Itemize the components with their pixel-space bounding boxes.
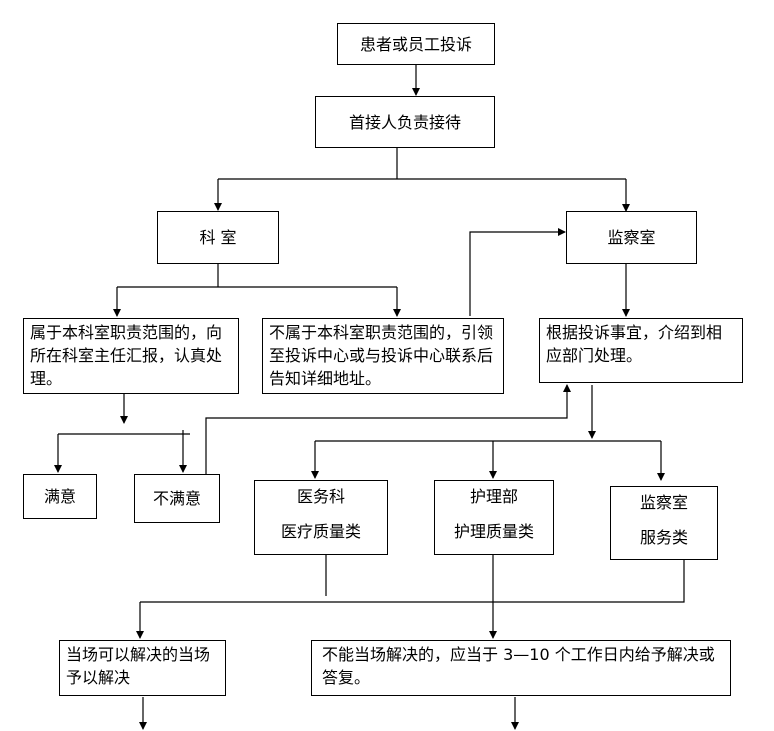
first-receiver-node: 首接人负责接待 [315, 96, 495, 148]
connector-outside-to-supervision [469, 228, 566, 316]
refer-by-type-text: 根据投诉事宜，介绍到相应部门处理。 [546, 323, 723, 365]
outside-scope-text: 不属于本科室职责范围的，引领至投诉中心或与投诉中心联系后告知详细地址。 [269, 323, 494, 388]
refer-by-type-node: 根据投诉事宜，介绍到相应部门处理。 [539, 318, 743, 383]
complaint-label: 患者或员工投诉 [359, 34, 472, 54]
resolve-on-site-node: 当场可以解决的当场予以解决 [59, 640, 226, 696]
complaint-node: 患者或员工投诉 [337, 23, 495, 65]
within-scope-text: 属于本科室职责范围的，向所在科室主任汇报，认真处理。 [30, 323, 223, 388]
supervision-service-subtitle: 服务类 [639, 528, 688, 547]
connector-service-down [140, 560, 685, 603]
unsatisfied-node: 不满意 [134, 474, 220, 523]
medical-affairs-title: 医务科 [296, 487, 345, 506]
first-receiver-label: 首接人负责接待 [348, 112, 461, 132]
department-node: 科 室 [157, 211, 279, 264]
unsatisfied-label: 不满意 [152, 489, 201, 508]
nursing-dept-subtitle: 护理质量类 [453, 522, 534, 541]
supervision-service-node: 监察室 服务类 [610, 486, 718, 560]
supervision-node: 监察室 [566, 211, 697, 264]
connector-unsatisfied-to-refer [205, 384, 571, 485]
satisfied-node: 满意 [23, 474, 97, 519]
within-scope-node: 属于本科室职责范围的，向所在科室主任汇报，认真处理。 [23, 318, 239, 394]
supervision-service-title: 监察室 [639, 493, 688, 512]
resolve-later-node: 不能当场解决的，应当于 3—10 个工作日内给予解决或答复。 [311, 640, 731, 696]
medical-affairs-subtitle: 医疗质量类 [280, 522, 361, 541]
satisfied-label: 满意 [43, 487, 76, 506]
department-label: 科 室 [199, 228, 237, 247]
resolve-later-text: 不能当场解决的，应当于 3—10 个工作日内给予解决或答复。 [322, 645, 715, 687]
outside-scope-node: 不属于本科室职责范围的，引领至投诉中心或与投诉中心联系后告知详细地址。 [262, 318, 504, 394]
resolve-on-site-text: 当场可以解决的当场予以解决 [66, 645, 211, 687]
nursing-dept-title: 护理部 [469, 487, 518, 506]
medical-affairs-node: 医务科 医疗质量类 [254, 480, 388, 555]
supervision-label: 监察室 [607, 228, 656, 247]
nursing-dept-node: 护理部 护理质量类 [434, 480, 554, 555]
